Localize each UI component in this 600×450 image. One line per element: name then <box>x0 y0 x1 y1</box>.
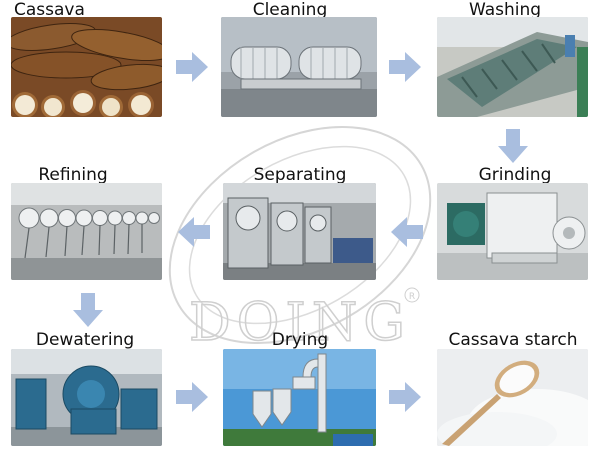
step-label-cassava: Cassava <box>14 0 85 20</box>
step-label-grinding: Grinding <box>478 165 552 185</box>
arrow-down-refining-to-dewatering-icon <box>72 293 104 327</box>
dewatering-centrifuge-photo <box>11 349 162 446</box>
starch-powder-spoon-photo <box>437 349 588 446</box>
flash-dryer-tower-photo <box>223 349 376 446</box>
arrow-right-cleaning-to-washing-icon <box>389 51 421 83</box>
step-label-washing: Washing <box>468 0 542 20</box>
arrow-down-washing-to-grinding-icon <box>497 129 529 163</box>
step-label-cassava-starch: Cassava starch <box>448 330 578 350</box>
refining-cyclone-row-photo <box>11 183 162 280</box>
cassava-roots-photo <box>11 17 162 117</box>
washing-tank-photo <box>437 17 588 117</box>
arrow-left-grinding-to-separating-icon <box>391 216 423 248</box>
cleaning-drum-machine-photo <box>221 17 377 117</box>
svg-text:R: R <box>409 292 415 302</box>
separating-machines-photo <box>223 183 376 280</box>
step-label-refining: Refining <box>38 165 108 185</box>
step-label-dewatering: Dewatering <box>35 330 135 350</box>
grinding-machine-photo <box>437 183 588 280</box>
step-label-separating: Separating <box>253 165 347 185</box>
arrow-right-cassava-to-cleaning-icon <box>176 51 208 83</box>
arrow-left-separating-to-refining-icon <box>178 216 210 248</box>
arrow-right-dewatering-to-drying-icon <box>176 381 208 413</box>
arrow-right-drying-to-starch-icon <box>389 381 421 413</box>
step-label-drying: Drying <box>271 330 329 350</box>
step-label-cleaning: Cleaning <box>252 0 328 20</box>
